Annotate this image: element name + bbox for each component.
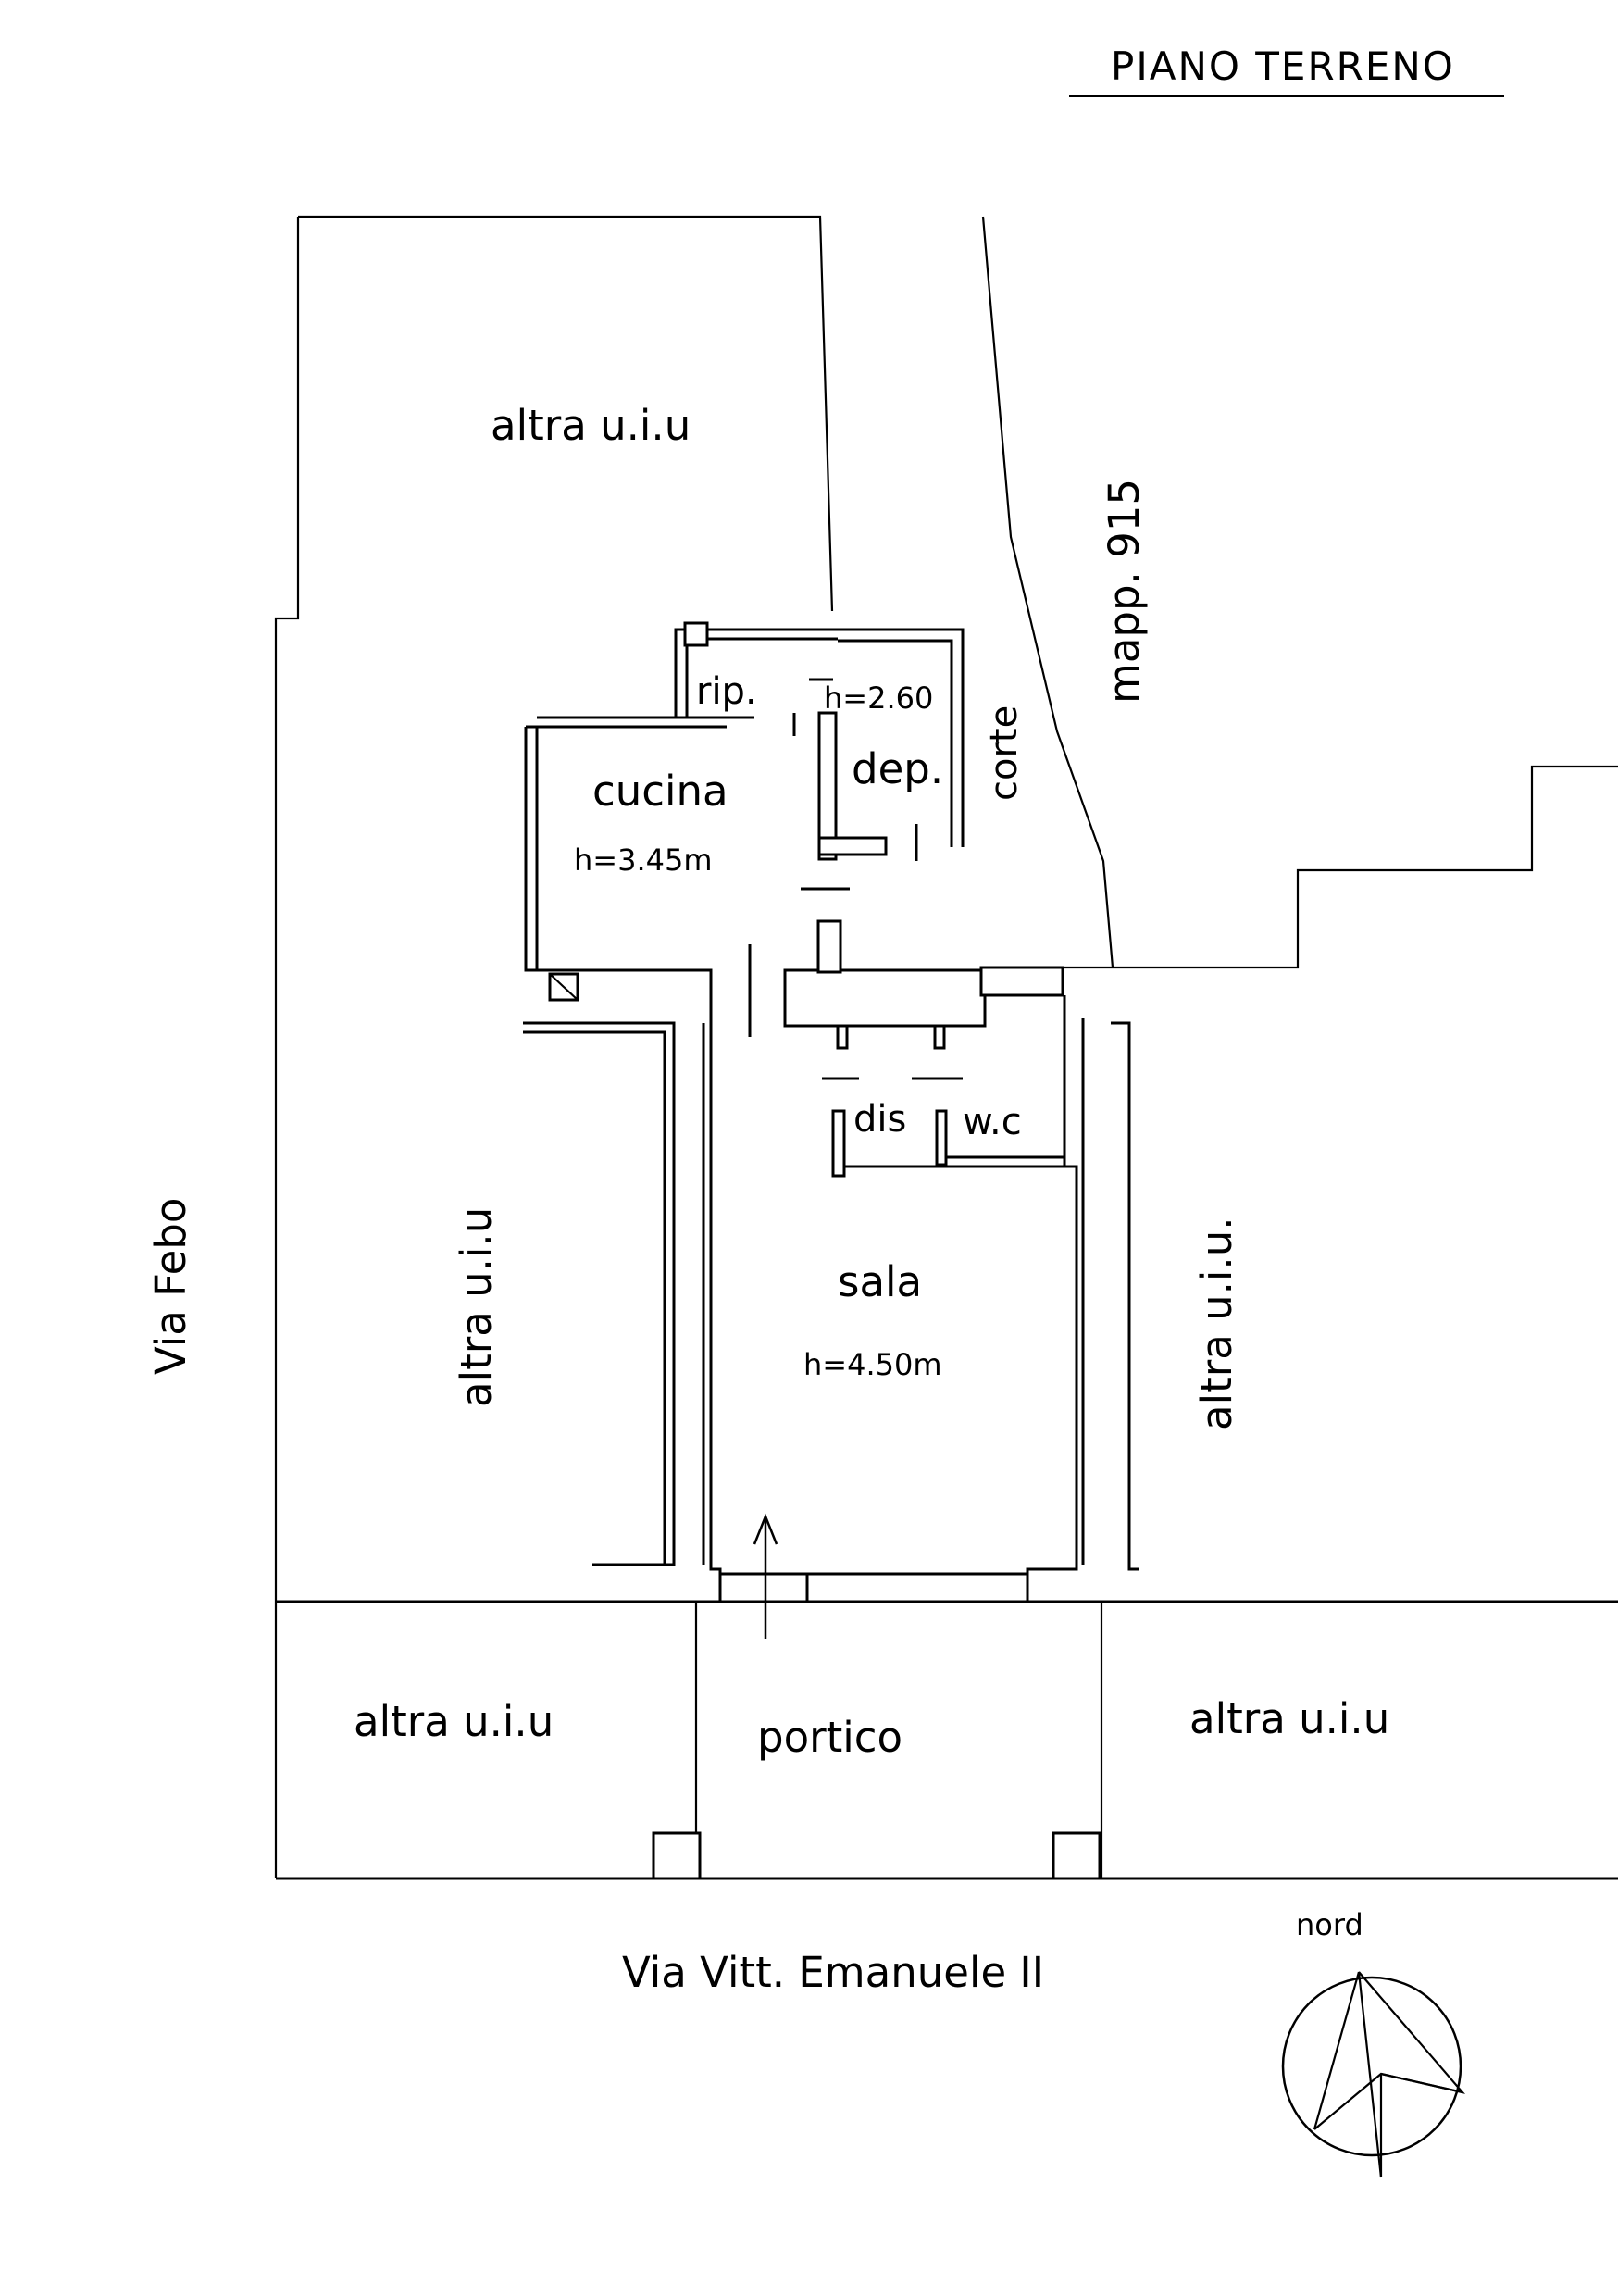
wall-left-neighbor-inner <box>523 1030 666 1565</box>
neighbor-label-right: altra u.i.u. <box>1192 1217 1241 1430</box>
boundary-right-stepped <box>1064 765 1618 969</box>
pillar-right <box>1052 1831 1101 1880</box>
neighbor-label-top-left: altra u.i.u <box>491 401 691 450</box>
boundary-top-left <box>298 215 834 612</box>
neighbor-label-bottom-right: altra u.i.u <box>1189 1694 1389 1743</box>
neighbor-label-left: altra u.i.u <box>452 1207 501 1407</box>
chimney-diagonal <box>549 973 579 1001</box>
street-label-via-febo: Via Febo <box>146 1198 195 1375</box>
boundary-mapp-915 <box>981 216 1114 968</box>
wall-dep-top-inner <box>838 639 953 847</box>
unit-walls <box>523 621 1139 1602</box>
wall-dep-top <box>836 628 965 847</box>
street-label-via-vitt-emanuele: Via Vitt. Emanuele II <box>622 1948 1044 1997</box>
room-label-rip: rip. <box>696 670 757 713</box>
wall-sala-left <box>709 1023 722 1602</box>
pillar-left <box>652 1831 702 1880</box>
wall-rip-box <box>674 628 838 718</box>
boundary-left-edge <box>274 217 300 1602</box>
dep-wall-stub <box>817 711 838 861</box>
room-label-dis: dis <box>853 1098 906 1141</box>
neighbor-label-bottom-left: altra u.i.u <box>354 1697 554 1746</box>
entrance-arrow <box>753 1513 778 1639</box>
spine-block <box>783 968 987 1028</box>
wall-sala-right <box>1026 995 1078 1602</box>
room-label-sala: sala <box>838 1257 922 1306</box>
wall-kitchen-outer <box>524 727 713 1032</box>
spine-tab-right <box>933 1024 946 1050</box>
spine-post <box>816 919 842 974</box>
site-boundaries <box>274 215 1618 1880</box>
rip-door-block <box>683 621 709 647</box>
room-height-cucina: h=3.45m <box>574 842 713 878</box>
plan-title: PIANO TERRENO <box>1111 44 1455 89</box>
room-label-wc: w.c <box>963 1101 1022 1143</box>
room-label-corte: corte <box>983 705 1026 801</box>
room-height-dep: h=2.60 <box>824 680 933 716</box>
room-height-sala: h=4.50m <box>803 1347 942 1382</box>
north-compass: nord <box>1281 1907 1466 2178</box>
neighbor-label-mapp: mapp. 915 <box>1100 479 1149 704</box>
room-label-portico: portico <box>757 1713 902 1762</box>
dep-wall-foot <box>817 836 888 856</box>
wc-wall-stub <box>935 1109 948 1167</box>
room-label-cucina: cucina <box>592 767 728 816</box>
room-label-dep: dep. <box>852 744 943 793</box>
steps <box>979 966 1064 997</box>
dis-wall-stub <box>831 1109 846 1178</box>
compass-label: nord <box>1296 1907 1363 1942</box>
wall-left-neighbor <box>523 1021 676 1566</box>
spine-tab-left <box>836 1024 849 1050</box>
wall-right-neighbor <box>1111 1021 1139 1571</box>
